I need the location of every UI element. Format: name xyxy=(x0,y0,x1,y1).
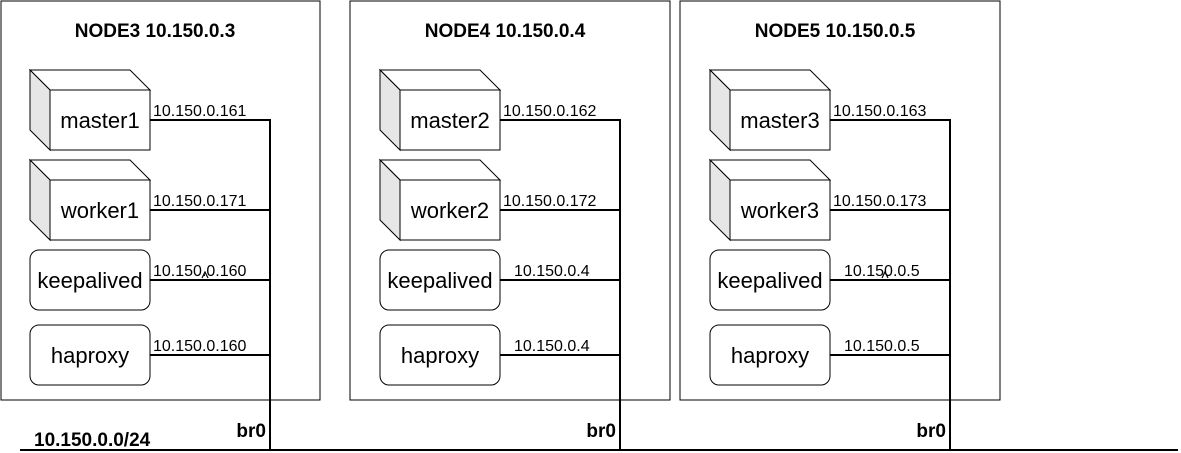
service-label: keepalived xyxy=(717,268,822,293)
ip-label: 10.150.0.161 xyxy=(153,103,247,120)
arrow-mark xyxy=(881,270,889,279)
ip-label: 10.150.0.5 xyxy=(844,338,920,355)
cube-master: master2 xyxy=(378,68,502,152)
node-title: NODE4 10.150.0.4 xyxy=(425,21,586,42)
node-4: NODE4 10.150.0.4 master2 worker2 keepali… xyxy=(349,0,671,451)
ip-label: 10.150.0.4 xyxy=(514,263,590,280)
cube-worker: worker3 xyxy=(708,158,832,242)
ip-label: 10.150.0.162 xyxy=(503,103,597,120)
haproxy-box: haproxy xyxy=(709,324,831,386)
connections xyxy=(150,119,271,451)
vm-label: master1 xyxy=(60,108,139,133)
service-label: keepalived xyxy=(37,268,142,293)
ip-label: 10.150.0.160 xyxy=(153,263,247,280)
haproxy-box: haproxy xyxy=(379,324,501,386)
vm-label: master3 xyxy=(740,108,819,133)
bridge-label: br0 xyxy=(586,421,616,442)
node-title: NODE3 10.150.0.3 xyxy=(75,21,236,42)
haproxy-box: haproxy xyxy=(29,324,151,386)
subnet-label: 10.150.0.0/24 xyxy=(34,430,151,451)
cube-master: master1 xyxy=(28,68,152,152)
ip-label: 10.150.0.4 xyxy=(514,338,590,355)
service-label: haproxy xyxy=(731,343,809,368)
ip-label: 10.150.0.160 xyxy=(153,338,247,355)
service-label: keepalived xyxy=(387,268,492,293)
cube-worker: worker2 xyxy=(378,158,502,242)
node-title: NODE5 10.150.0.5 xyxy=(755,21,916,42)
ip-label: 10.150.0.173 xyxy=(833,193,927,210)
ip-label: 10.150.0.5 xyxy=(844,263,920,280)
service-label: haproxy xyxy=(51,343,129,368)
vm-label: worker3 xyxy=(740,198,819,223)
bridge-label: br0 xyxy=(236,421,266,442)
keepalived-box: keepalived xyxy=(379,249,501,311)
vm-label: worker1 xyxy=(60,198,139,223)
node-3: NODE3 10.150.0.3 master1 worker1 keepali… xyxy=(0,0,321,451)
keepalived-box: keepalived xyxy=(709,249,831,311)
service-label: haproxy xyxy=(401,343,479,368)
vm-label: worker2 xyxy=(410,198,489,223)
arrow-mark xyxy=(201,270,209,279)
ip-label: 10.150.0.172 xyxy=(503,193,597,210)
vm-label: master2 xyxy=(410,108,489,133)
connections xyxy=(500,119,621,451)
ip-label: 10.150.0.171 xyxy=(153,193,247,210)
ip-label: 10.150.0.163 xyxy=(833,103,927,120)
cube-worker: worker1 xyxy=(28,158,152,242)
cube-master: master3 xyxy=(708,68,832,152)
bridge-label: br0 xyxy=(916,421,946,442)
keepalived-box: keepalived xyxy=(29,249,151,311)
node-5: NODE5 10.150.0.5 master3 worker3 keepali… xyxy=(679,0,1001,451)
connections xyxy=(830,119,951,451)
